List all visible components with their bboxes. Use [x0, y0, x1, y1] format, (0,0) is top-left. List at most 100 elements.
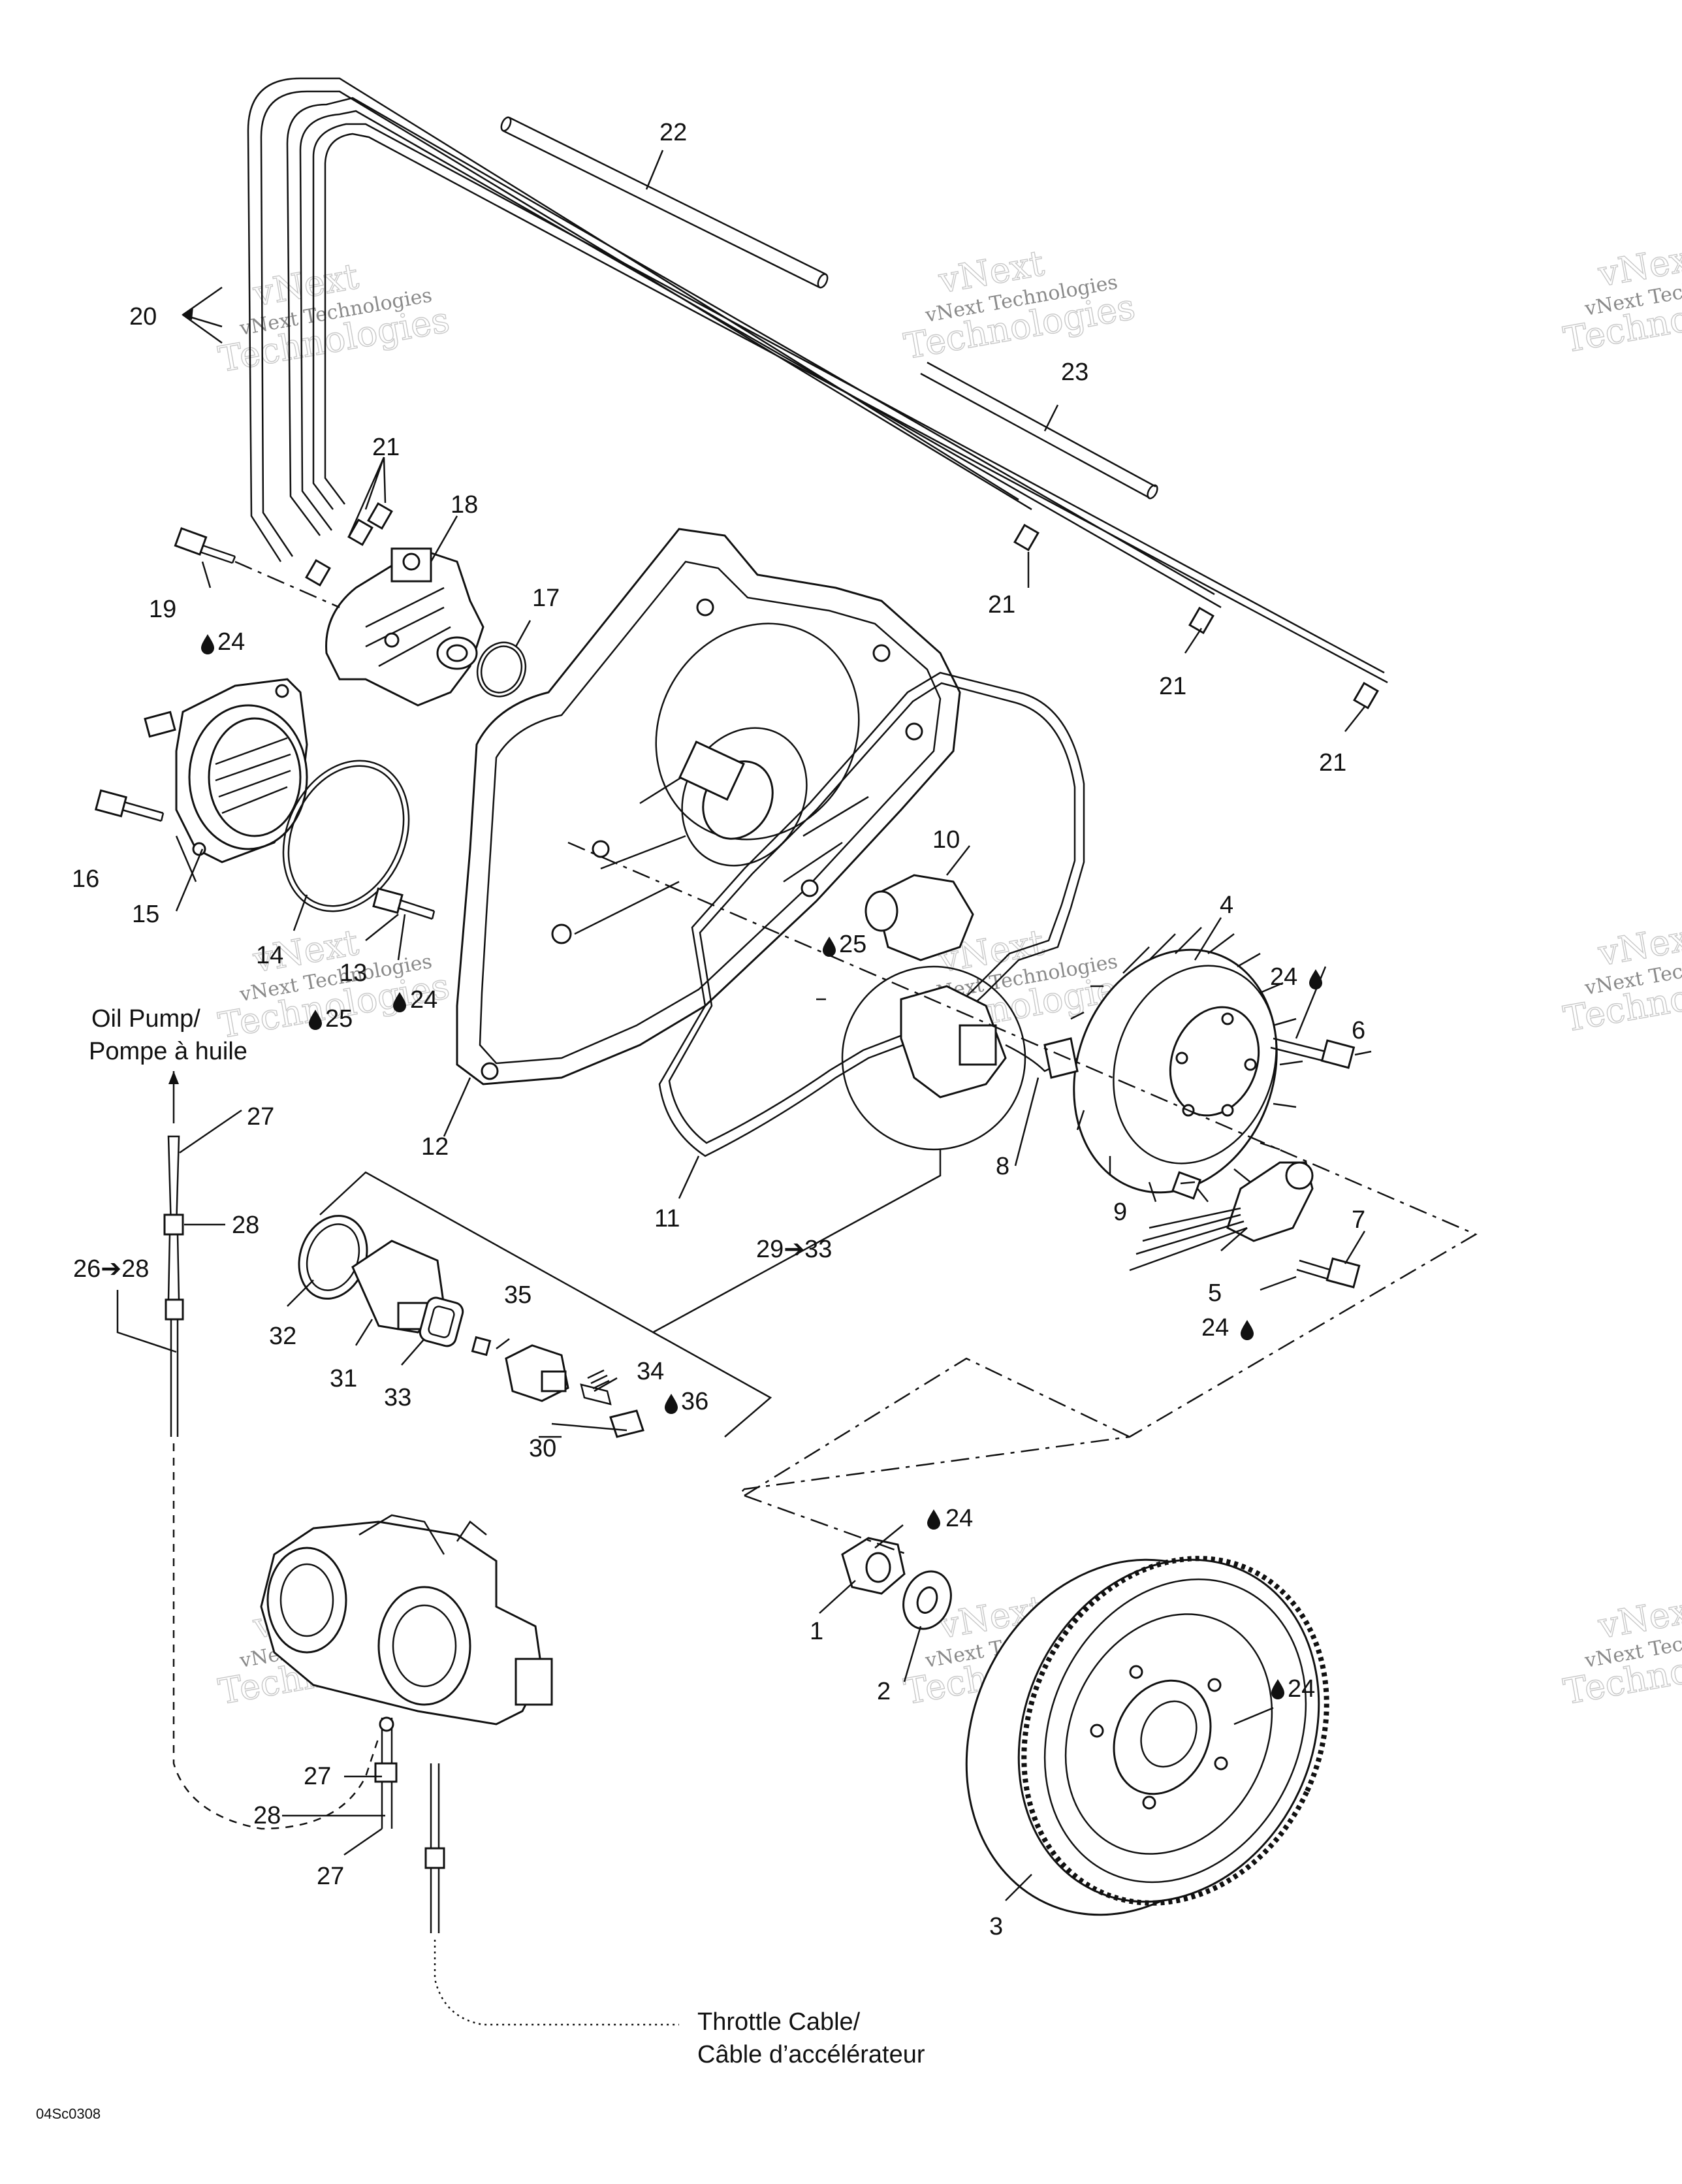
callout-24-cover: 24 [410, 986, 437, 1014]
callout-30: 30 [529, 1435, 556, 1462]
callout-24-sensor: 24 [1201, 1314, 1229, 1341]
callout-4: 4 [1220, 891, 1233, 919]
bolt-19 [174, 527, 340, 609]
hose-22 [500, 116, 829, 289]
oil-hoses [247, 77, 1388, 684]
callout-35: 35 [504, 1281, 532, 1309]
callout-5: 5 [1208, 1279, 1222, 1307]
watermark-low-right: vNext vNext Technologies Technologies [1560, 1587, 1682, 1712]
oil-pump-caption-fr: Pompe à huile [89, 1038, 247, 1065]
drop-icon [927, 1509, 940, 1530]
callout-16: 16 [72, 865, 99, 893]
hose-clamps-21 [305, 502, 1379, 710]
callout-22: 22 [659, 119, 687, 146]
callout-8: 8 [996, 1153, 1009, 1180]
flywheel-3 [965, 1556, 1329, 1916]
stator-4 [1064, 927, 1303, 1202]
bolt-7 [1296, 1257, 1361, 1289]
callout-21-right-a: 21 [988, 591, 1015, 618]
callout-27-mid: 27 [304, 1763, 331, 1790]
callout-28-mid: 28 [253, 1802, 281, 1829]
callout-2: 2 [877, 1678, 891, 1705]
callout-29-33: 29➔33 [756, 1236, 832, 1263]
housing-15 [144, 678, 308, 863]
throttle-cable [374, 1716, 679, 2026]
callout-20: 20 [129, 303, 157, 330]
callout-labels: 22 20 23 21 18 21 17 19 24 21 21 10 16 4… [36, 119, 1365, 2122]
assembly-axis-flywheel-2 [744, 1494, 908, 1556]
oil-pump-cable [163, 1071, 380, 1830]
assembly-axis-stator [567, 841, 1478, 1496]
callout-25-connector: 25 [839, 931, 866, 958]
connector-10 [865, 874, 974, 961]
callout-32: 32 [269, 1323, 296, 1350]
pin-35 [471, 1336, 492, 1357]
o-ring-14 [282, 760, 410, 912]
connector-detail-circle [841, 965, 1026, 1151]
callout-6: 6 [1352, 1017, 1365, 1044]
callout-31: 31 [330, 1365, 357, 1392]
throttle-caption-fr: Câble d’accélérateur [697, 2041, 925, 2068]
throttle-caption-en: Throttle Cable/ [697, 2008, 861, 2036]
callout-34: 34 [637, 1358, 664, 1385]
callout-24-stator: 24 [1270, 963, 1297, 991]
callout-1: 1 [810, 1618, 823, 1645]
callout-27-low: 27 [317, 1863, 344, 1890]
callout-21-pump: 21 [372, 434, 400, 461]
crankcase-cover-12 [456, 528, 961, 1085]
oil-pump-18 [325, 547, 484, 707]
callout-9: 9 [1113, 1198, 1127, 1226]
drop-icon [1309, 969, 1322, 989]
throttle-body [260, 1514, 553, 1726]
callout-18: 18 [451, 491, 478, 519]
watermark-mid-right: vNext vNext Technologies Technologies [1560, 914, 1682, 1040]
subassembly-frame [319, 1171, 772, 1437]
sensor-5 [1129, 1161, 1314, 1272]
bolt-13 [372, 887, 436, 920]
washer-2 [902, 1570, 952, 1630]
callout-12: 12 [421, 1133, 449, 1161]
callout-25-cover: 25 [325, 1005, 353, 1033]
watermark-top-left: vNext vNext Technologies Technologies [215, 255, 452, 380]
callout-15: 15 [132, 901, 159, 928]
callout-24-nut: 24 [945, 1505, 973, 1532]
hose-23 [920, 361, 1158, 500]
assembly-axis-flywheel [744, 1357, 1130, 1497]
drop-icon [201, 634, 214, 654]
drop-icon [1241, 1320, 1254, 1340]
callout-3: 3 [989, 1913, 1003, 1940]
callout-24-pump: 24 [217, 628, 245, 656]
callout-17: 17 [532, 585, 560, 612]
drop-icon [665, 1394, 678, 1414]
callout-27-top: 27 [247, 1103, 274, 1131]
callout-13: 13 [340, 959, 367, 987]
watermark-top-center: vNext vNext Technologies Technologies [900, 242, 1138, 367]
nut-9 [1171, 1171, 1202, 1200]
hose-20-arrows [182, 307, 193, 320]
callout-36: 36 [681, 1388, 708, 1415]
callout-26-28: 26➔28 [73, 1255, 149, 1283]
callout-23: 23 [1061, 359, 1088, 386]
callout-19: 19 [149, 596, 176, 623]
connector-30 [505, 1344, 644, 1438]
callout-28-top: 28 [232, 1212, 259, 1239]
drawing-code: 04Sc0308 [36, 2106, 101, 2122]
callout-10: 10 [932, 826, 960, 854]
callout-24-flywheel: 24 [1288, 1675, 1315, 1703]
oil-pump-caption-en: Oil Pump/ [91, 1005, 200, 1033]
callout-11: 11 [654, 1205, 680, 1232]
leader-lines [116, 150, 1372, 1901]
drop-icon [823, 937, 836, 957]
connector-8 [900, 985, 1079, 1099]
callout-21-right-b: 21 [1159, 673, 1186, 700]
callout-21-right-c: 21 [1319, 749, 1346, 777]
callout-33: 33 [384, 1384, 411, 1411]
bolt-6 [1270, 1037, 1356, 1069]
o-ring-17 [476, 641, 527, 698]
gasket-33 [419, 1296, 464, 1347]
nut-1 [841, 1537, 906, 1595]
bolt-16 [94, 789, 165, 822]
callout-7: 7 [1352, 1206, 1365, 1234]
watermark-top-right: vNext vNext Technologies Technologies [1560, 235, 1682, 361]
